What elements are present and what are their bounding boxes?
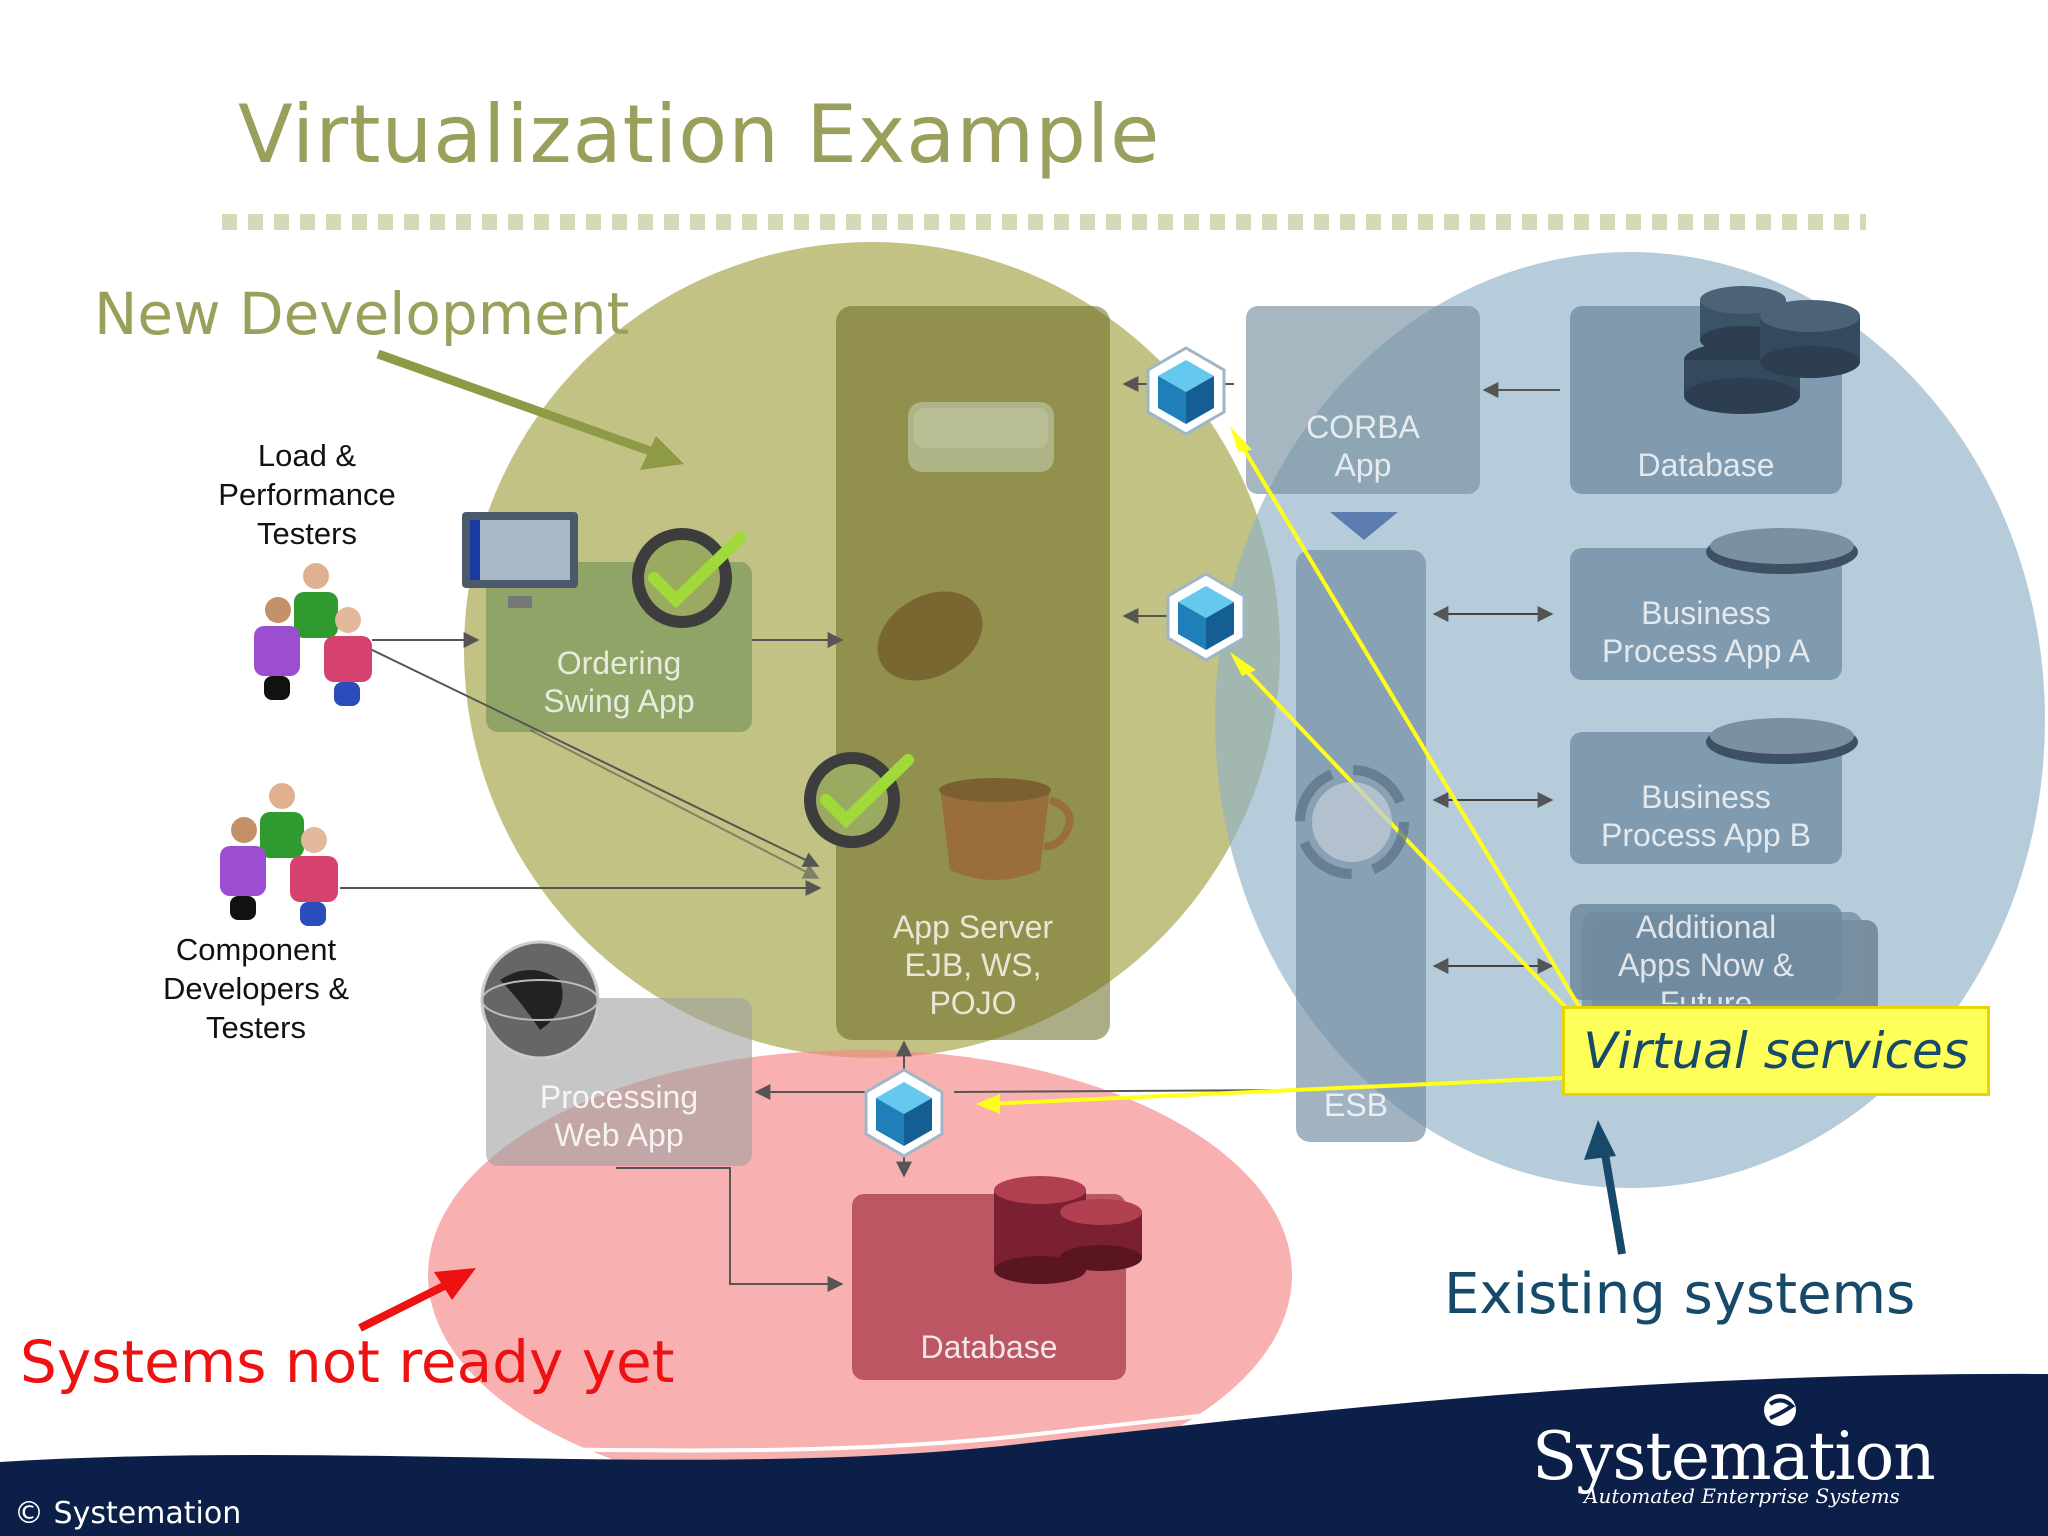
title-dotted-divider (222, 214, 1866, 230)
corba-app: CORBA App (1246, 306, 1480, 494)
page-title: Virtualization Example (238, 88, 1161, 181)
label-line: Component (175, 932, 337, 967)
label-line: Testers (257, 516, 357, 551)
label-line: Business (1641, 595, 1771, 631)
label-line: Testers (206, 1010, 306, 1045)
check-badge-icon (632, 528, 746, 628)
esb-down-triangle (1330, 512, 1398, 540)
label-line: Ordering (556, 645, 682, 681)
label-line: Additional (1635, 909, 1777, 945)
new-development-label: New Development (94, 280, 630, 348)
label-line: Performance (218, 477, 396, 512)
label-line: Load & (257, 438, 357, 473)
virtual-service-cube-icon (1146, 346, 1226, 436)
label-line: ESB (1323, 1087, 1389, 1123)
virtual-service-cube-icon (1166, 572, 1246, 662)
globe-icon (480, 940, 600, 1060)
existing-arrow (1600, 1147, 1626, 1255)
label-line: Database (920, 1329, 1058, 1365)
database-existing: Database (1570, 306, 1842, 494)
systems-not-ready-label: Systems not ready yet (20, 1328, 675, 1396)
logo-tagline: Automated Enterprise Systems (1584, 1484, 1900, 1508)
database-stack-icon-blue (1684, 286, 1860, 414)
virtual-service-cube-icon (864, 1068, 944, 1158)
footer-wave (0, 1373, 2048, 1536)
business-process-app-b: Business Process App B (1570, 732, 1842, 864)
additional-box (1570, 904, 1842, 1000)
label-line: App Server (892, 909, 1054, 945)
label-line: Web App (554, 1117, 684, 1153)
label-line: Developers & (162, 971, 350, 1006)
monitor-icon (462, 512, 578, 608)
not-ready-arrow (358, 1278, 454, 1332)
label-line: App (1334, 447, 1392, 483)
people-group-icon-load (254, 563, 372, 706)
bp-a-box (1570, 548, 1842, 680)
business-process-app-a: Business Process App A (1570, 548, 1842, 680)
label-line: Database (1637, 447, 1775, 483)
disk-icon (1706, 528, 1858, 574)
disk-icon (1706, 718, 1858, 764)
check-badge-icon (804, 752, 914, 848)
app-server: App Server EJB, WS, POJO (836, 870, 1110, 1030)
database-stack-icon-red (994, 1176, 1142, 1284)
processing-web-app: Processing Web App (486, 998, 752, 1166)
database-not-ready: Database (852, 1194, 1126, 1380)
logo-mark-icon (1764, 1394, 1796, 1426)
label-line: CORBA (1306, 409, 1420, 445)
label-line: Swing App (543, 683, 695, 719)
coffee-bean-icon (877, 591, 983, 681)
coffee-cup-icon (939, 778, 1074, 880)
label-line: POJO (929, 985, 1017, 1021)
logo-name: Systemation (1532, 1418, 1936, 1495)
load-testers-label: Load & Performance Testers (196, 436, 418, 553)
bp-b-box (1570, 732, 1842, 864)
label-line: Processing (539, 1079, 699, 1115)
label-line: Future (1659, 985, 1753, 1004)
systemation-logo: Systemation Automated Enterprise Systems (1532, 1418, 1936, 1508)
corba-box (1246, 306, 1480, 494)
virtual-services-callout: Virtual services (1562, 1006, 1990, 1096)
server-device-icon (908, 402, 1054, 472)
existing-systems-label: Existing systems (1444, 1262, 1916, 1327)
label-line: Apps Now & (1617, 947, 1795, 983)
new-dev-arrow (376, 349, 666, 461)
label-line: EJB, WS, (904, 947, 1042, 983)
component-devs-label: Component Developers & Testers (136, 930, 376, 1047)
label-line: Process App B (1601, 817, 1811, 853)
copyright-text: © Systemation (14, 1496, 242, 1531)
label-line: Business (1641, 779, 1771, 815)
label-line: Process App A (1601, 633, 1811, 669)
additional-apps: Additional Apps Now & Future (1570, 908, 1842, 1004)
people-group-icon-component (220, 783, 338, 926)
ordering-swing-app: Ordering Swing App (486, 562, 752, 732)
esb-label: ESB (1296, 1080, 1416, 1130)
esb-cycle-icon (1295, 765, 1409, 879)
